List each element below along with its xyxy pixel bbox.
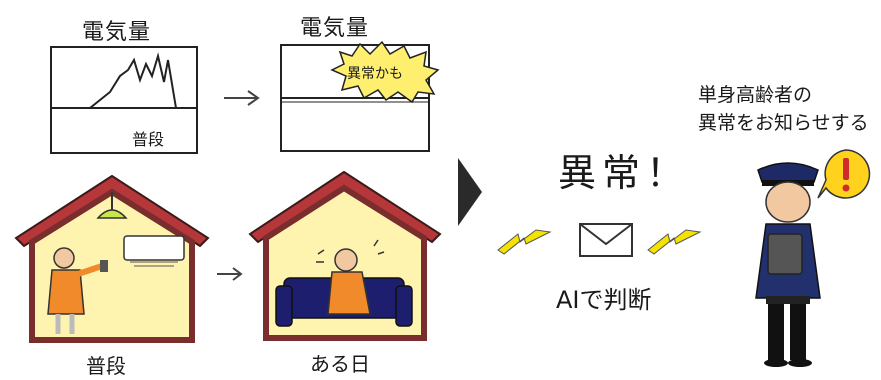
officer-note-line-1: 単身高齢者の	[698, 84, 813, 106]
left-graph-line	[52, 52, 196, 109]
arrow-right-icon	[217, 267, 243, 281]
right-house	[248, 170, 442, 341]
left-house-caption: 普段	[86, 354, 126, 378]
right-graph-line	[282, 97, 428, 103]
envelope-icon	[579, 223, 633, 257]
right-house-caption: ある日	[310, 352, 370, 376]
left-power-graph: 普段	[50, 46, 198, 154]
right-graph-title: 電気量	[300, 16, 370, 41]
officer-figure	[755, 162, 821, 367]
play-triangle-icon	[458, 158, 482, 226]
left-graph-label: 普段	[132, 130, 165, 149]
anomaly-headline: 異常！	[558, 151, 691, 195]
anomaly-badge	[330, 40, 440, 104]
lightning-icon	[647, 229, 702, 255]
ai-judgment-label: AIで判断	[556, 286, 652, 314]
anomaly-badge-text: 異常かも	[347, 66, 403, 82]
arrow-right-icon	[224, 90, 260, 106]
lightning-icon	[497, 229, 552, 255]
officer-note-line-2: 異常をお知らせする	[698, 112, 869, 134]
left-graph-title: 電気量	[82, 20, 152, 45]
exclamation-icon	[817, 149, 871, 199]
left-house	[14, 174, 210, 343]
